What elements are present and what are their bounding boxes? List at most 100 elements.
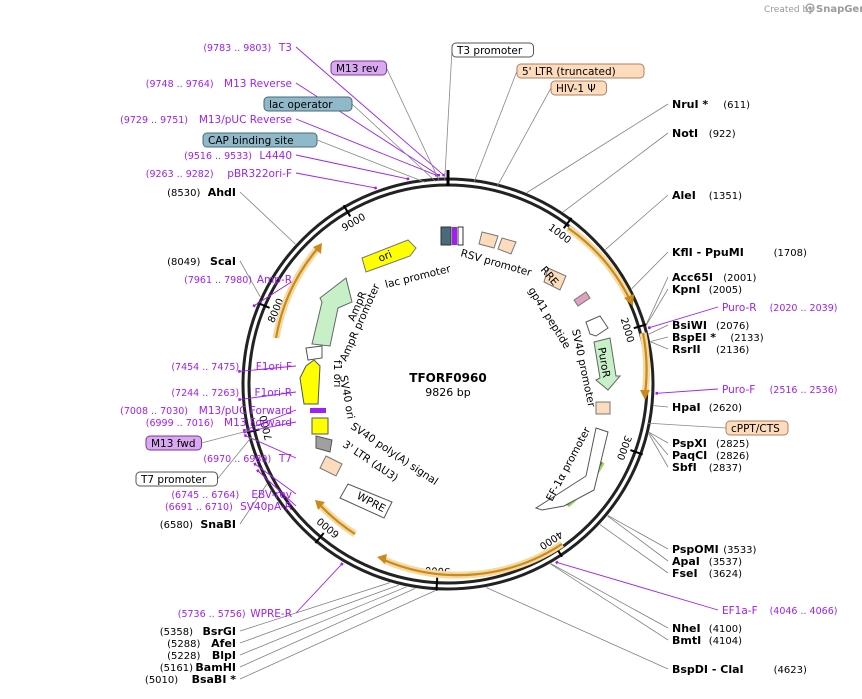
primer-leader-line — [295, 563, 343, 614]
feature-f1-ori — [299, 359, 321, 405]
primer-name: SV40pA-R — [240, 501, 292, 513]
feature-leader-line — [473, 70, 518, 183]
scale-tick — [435, 577, 439, 591]
enzyme-name: BsaBI * — [192, 673, 237, 686]
enzyme-name: BspEI * — [672, 331, 716, 344]
primer-position: (7244 .. 7263) — [171, 388, 239, 399]
feature-box-label: T7 promoter — [140, 474, 207, 486]
feature-box-label: CAP binding site — [208, 135, 294, 147]
scale-tick-label: 3000 — [614, 434, 633, 462]
enzyme-position: (8530) — [167, 188, 200, 199]
enzyme-leader-line — [550, 563, 669, 629]
feature-leader-line — [647, 422, 727, 429]
feature-leader-line — [217, 436, 253, 480]
enzyme-name: KflI - PpuMI — [672, 246, 744, 259]
enzyme-leader-line — [645, 276, 669, 325]
feature-rsv-promoter-label: RSV promoter — [459, 247, 533, 279]
enzyme-position: (2076) — [716, 321, 749, 332]
primer-leader-line — [244, 421, 297, 433]
primer-position: (9729 .. 9751) — [120, 115, 188, 126]
feature-leader-line — [496, 87, 552, 188]
primer-name: Puro-R — [722, 302, 757, 314]
feature-f1-ori-label: f1 ori — [331, 360, 343, 387]
primer-leader-line — [257, 470, 297, 507]
primer-site-mark — [252, 303, 256, 308]
primer-site-mark — [647, 326, 651, 330]
feature-box — [263, 96, 353, 112]
map-title: TFORF0960 — [409, 371, 486, 385]
enzyme-name: KpnI — [672, 283, 700, 296]
feature-leader-line — [316, 139, 426, 183]
enzyme-name: BamHI — [195, 661, 236, 674]
feature-sv40-ori — [311, 417, 329, 435]
primer-name: T3 — [278, 42, 292, 54]
enzyme-leader-line — [648, 324, 669, 335]
feature-wpre — [339, 483, 393, 519]
enzyme-position: (2133) — [730, 333, 763, 344]
primer-site-mark — [373, 186, 378, 190]
feature-leader-line — [444, 49, 453, 182]
enzyme-position: (5228) — [167, 651, 200, 662]
enzyme-leader-line — [239, 588, 416, 668]
primer-leader-line — [295, 118, 437, 176]
primer-name: M13/pUC Reverse — [199, 114, 292, 126]
feature-ampr — [311, 277, 353, 347]
map-length: 9826 bp — [425, 386, 470, 399]
feature-box-label: T3 promoter — [456, 45, 523, 57]
enzyme-leader-line — [653, 405, 669, 408]
feature-box — [550, 80, 607, 96]
enzyme-position: (5161) — [160, 663, 193, 674]
enzyme-position: (3533) — [723, 545, 756, 556]
enzyme-name: BsiWI — [672, 319, 707, 332]
leaders-layer — [201, 46, 727, 680]
enzyme-leader-line — [562, 132, 669, 213]
primer-site-mark — [555, 560, 559, 565]
enzyme-name: RsrII — [672, 343, 701, 356]
primer-position: (7008 .. 7030) — [120, 406, 188, 417]
enzyme-position: (2620) — [709, 403, 742, 414]
primer-name: WPRE-R — [250, 608, 292, 620]
feature-5ltr — [478, 231, 499, 249]
primer-leader-line — [244, 409, 297, 431]
primer-position: (6970 .. 6989) — [203, 454, 271, 465]
enzyme-leader-line — [239, 582, 391, 632]
orf-arrows — [272, 225, 651, 579]
enzyme-position: (2837) — [709, 463, 742, 474]
feature-leader-line — [351, 103, 436, 182]
enzyme-leader-line — [607, 515, 669, 562]
primer-leader-line — [295, 46, 444, 176]
enzyme-leader-line — [239, 590, 436, 680]
primer-name: T7 — [278, 453, 292, 465]
enzyme-leader-line — [486, 587, 669, 670]
primer-leader-line — [556, 561, 719, 611]
scale-tick — [342, 204, 352, 217]
primer-name: EF1a-F — [722, 605, 758, 617]
feature-m13rev-block — [452, 227, 457, 245]
primer-position: (2516 .. 2536) — [770, 385, 838, 396]
enzyme-position: (1351) — [709, 191, 742, 202]
enzyme-position: (4100) — [709, 624, 742, 635]
credit-brand: SnapGene — [816, 4, 862, 15]
feature-ori — [361, 239, 417, 273]
enzyme-position: (5288) — [167, 639, 200, 650]
enzyme-name: BsrGI — [203, 625, 236, 638]
primer-name: M13 Reverse — [224, 78, 292, 90]
enzyme-name: SnaBI — [200, 518, 236, 531]
enzyme-leader-line — [650, 336, 669, 342]
feature-leader-line — [386, 67, 440, 182]
primer-leader-line — [254, 463, 297, 495]
primer-position: (9783 .. 9803) — [203, 43, 271, 54]
feature-puror — [593, 337, 622, 391]
scale-tick — [633, 323, 647, 330]
enzyme-leader-line — [239, 191, 296, 245]
primer-leader-line — [649, 306, 719, 329]
feature-sv40-promoter — [585, 315, 609, 337]
enzyme-position: (3624) — [709, 569, 742, 580]
primer-name: Puro-F — [722, 384, 755, 396]
enzyme-position: (2825) — [716, 439, 749, 450]
enzyme-position: (2005) — [709, 285, 742, 296]
enzyme-name: NheI — [672, 622, 701, 635]
primer-site-mark — [242, 428, 246, 433]
primer-position: (9748 .. 9764) — [146, 79, 214, 90]
